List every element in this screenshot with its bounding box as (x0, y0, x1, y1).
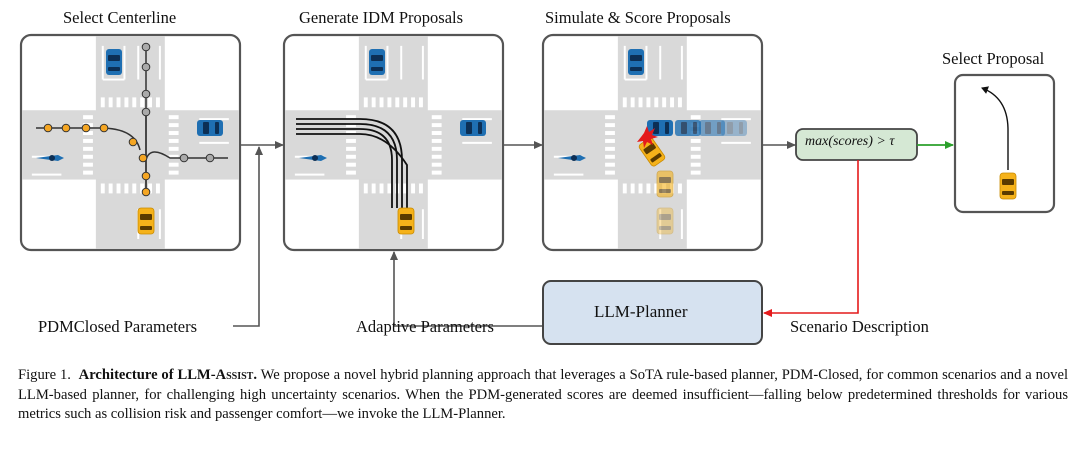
flow-arrows (233, 141, 796, 327)
blue-car-trail (647, 120, 747, 136)
stage-label-generate-idm: Generate IDM Proposals (299, 8, 464, 27)
panel-simulate-score (541, 33, 764, 252)
llm-planner-box (542, 280, 763, 345)
blue-car (628, 49, 644, 75)
pdm-params-label: PDMClosed Parameters (38, 317, 198, 336)
caption-body: We propose a novel hybrid planning appro… (18, 367, 1069, 422)
ego-car (999, 172, 1017, 200)
decision-text: max(scores) > τ (805, 134, 895, 149)
panel-select-proposal (953, 73, 1056, 214)
idm-proposal-paths (296, 118, 408, 208)
centerline-nodes (43, 42, 215, 197)
architecture-diagram (19, 33, 1056, 345)
stage-label-select-proposal: Select Proposal (942, 49, 1045, 68)
blue-car (197, 120, 223, 136)
panel-select-centerline (19, 33, 242, 252)
stage-label-select-centerline: Select Centerline (63, 8, 177, 27)
ego-car (137, 207, 155, 235)
collision-icon (637, 126, 658, 148)
stage-label-simulate-score: Simulate & Score Proposals (545, 8, 731, 27)
adaptive-params-label: Adaptive Parameters (356, 317, 494, 336)
blue-car (369, 49, 385, 75)
panel-generate-idm (282, 33, 505, 252)
blue-car (106, 49, 122, 75)
selected-trajectory (981, 86, 1009, 170)
llm-planner-label: LLM-Planner (594, 302, 688, 321)
scenario-description-label: Scenario Description (790, 317, 929, 336)
caption-prefix: Figure 1. (18, 367, 71, 383)
blue-car (460, 120, 486, 136)
reject-arrow (763, 160, 859, 317)
figure-caption: Figure 1. Architecture of LLM-Assist. We… (18, 366, 1068, 425)
ego-car (397, 207, 415, 235)
caption-title: Architecture of LLM-Assist. (78, 367, 258, 383)
